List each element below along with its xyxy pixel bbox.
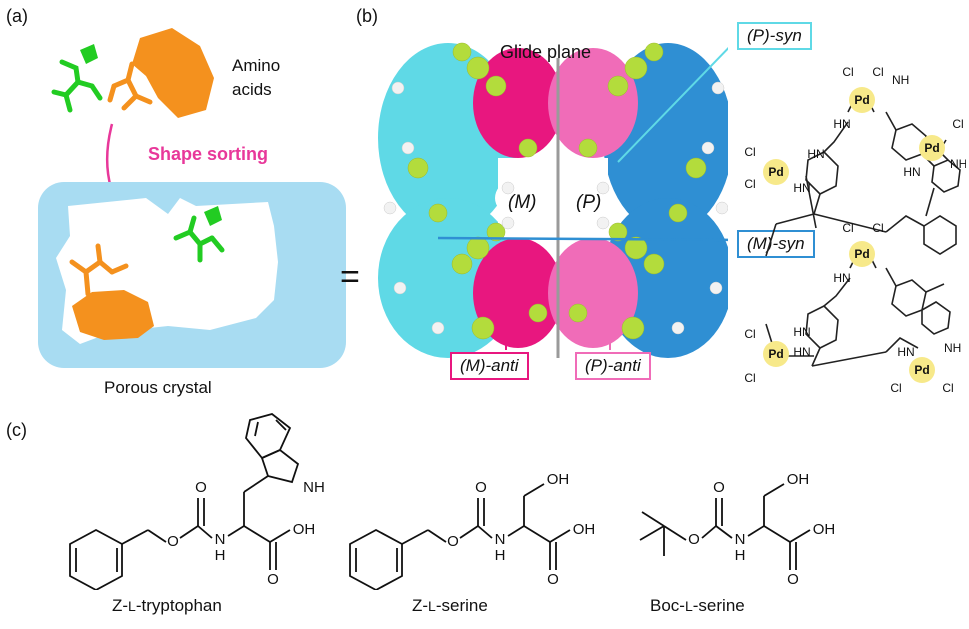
cl-label: Cl [744,371,755,385]
panel-a-label: (a) [6,6,28,26]
atom-oh: OH [787,471,810,488]
cl-label: Cl [942,381,953,395]
nh-label: NH [950,157,966,171]
p-helix-label: (P) [576,192,602,213]
hn-label: HN [897,345,914,359]
cl-label: Cl [842,221,853,235]
panel-b-label: (b) [356,6,378,26]
atom-nh: NH [303,479,325,496]
nh-label: NH [892,73,909,87]
nh-label: NH [944,341,961,355]
atom-o: O [267,571,279,588]
atom-oh: OH [813,521,836,538]
glide-plane-label: Glide plane [500,42,592,62]
atom-n: N [495,531,506,548]
pd-label: Pd [914,363,929,377]
cl-label: Cl [744,145,755,159]
p-syn-tag: (P)-syn [737,22,812,50]
orange-amino-acid-top [107,28,214,118]
atom-o: O [167,533,179,550]
p-anti-tag: (P)-anti [575,352,651,380]
crystal-packing-model [378,42,728,358]
atom-n: N [215,531,226,548]
atom-o: O [547,571,559,588]
hn-label: HN [833,117,850,131]
panel-a-illustration [38,28,346,368]
m-syn-tag: (M)-syn [737,230,815,258]
hn-label: HN [793,181,810,195]
m-helix-label: (M) [508,192,537,213]
m-anti-tag: (M)-anti [450,352,529,380]
hn-label: HN [793,325,810,339]
green-amino-acid-pore [173,206,225,263]
pd-label: Pd [768,165,783,179]
cl-label: Cl [872,221,883,235]
compound-name-boc-ser: Boc-L-serine [650,596,745,615]
cl-label: Cl [744,327,755,341]
cl-label: Cl [744,177,755,191]
green-amino-acid-top [51,44,103,113]
hn-label: HN [903,165,920,179]
atom-h: H [495,547,506,564]
cl-label: Cl [842,65,853,79]
atom-h: H [215,547,226,564]
atom-o: O [688,531,700,548]
porous-crystal-label: Porous crystal [104,378,212,397]
m-syn-leader [437,236,728,242]
atom-oh: OH [293,521,316,538]
pd-complex-structures: Pd Pd Pd Pd Pd Pd Cl Cl Cl Cl Cl Cl Cl C… [744,65,966,395]
atom-o: O [195,479,207,496]
shape-sorting-label: Shape sorting [148,144,269,164]
atom-n: N [735,531,746,548]
atom-h: H [735,547,746,564]
panel-c-label: (c) [6,420,27,440]
pd-label: Pd [854,93,869,107]
atom-oh: OH [547,471,570,488]
atom-o: O [787,571,799,588]
amino-acids-label: Amino acids [232,56,281,99]
cl-label: Cl [952,117,963,131]
compound-name-z-trp: Z-L-tryptophan [112,596,222,615]
pd-label: Pd [854,247,869,261]
hn-label: HN [807,147,824,161]
pd-label: Pd [924,141,939,155]
orange-amino-acid-pore [69,243,154,340]
atom-o: O [713,479,725,496]
atom-o: O [475,479,487,496]
compound-name-z-ser: Z-L-serine [412,596,488,615]
pd-label: Pd [768,347,783,361]
atom-oh: OH [573,521,596,538]
p-syn-leader [617,46,728,163]
cl-label: Cl [872,65,883,79]
cl-label: Cl [890,381,901,395]
atom-o: O [447,533,459,550]
hn-label: HN [833,271,850,285]
structures-panel-c: O O N H O OH NH O O N H OH O OH O O N H … [69,413,836,590]
hn-label: HN [793,345,810,359]
equals-sign: = [340,258,360,296]
